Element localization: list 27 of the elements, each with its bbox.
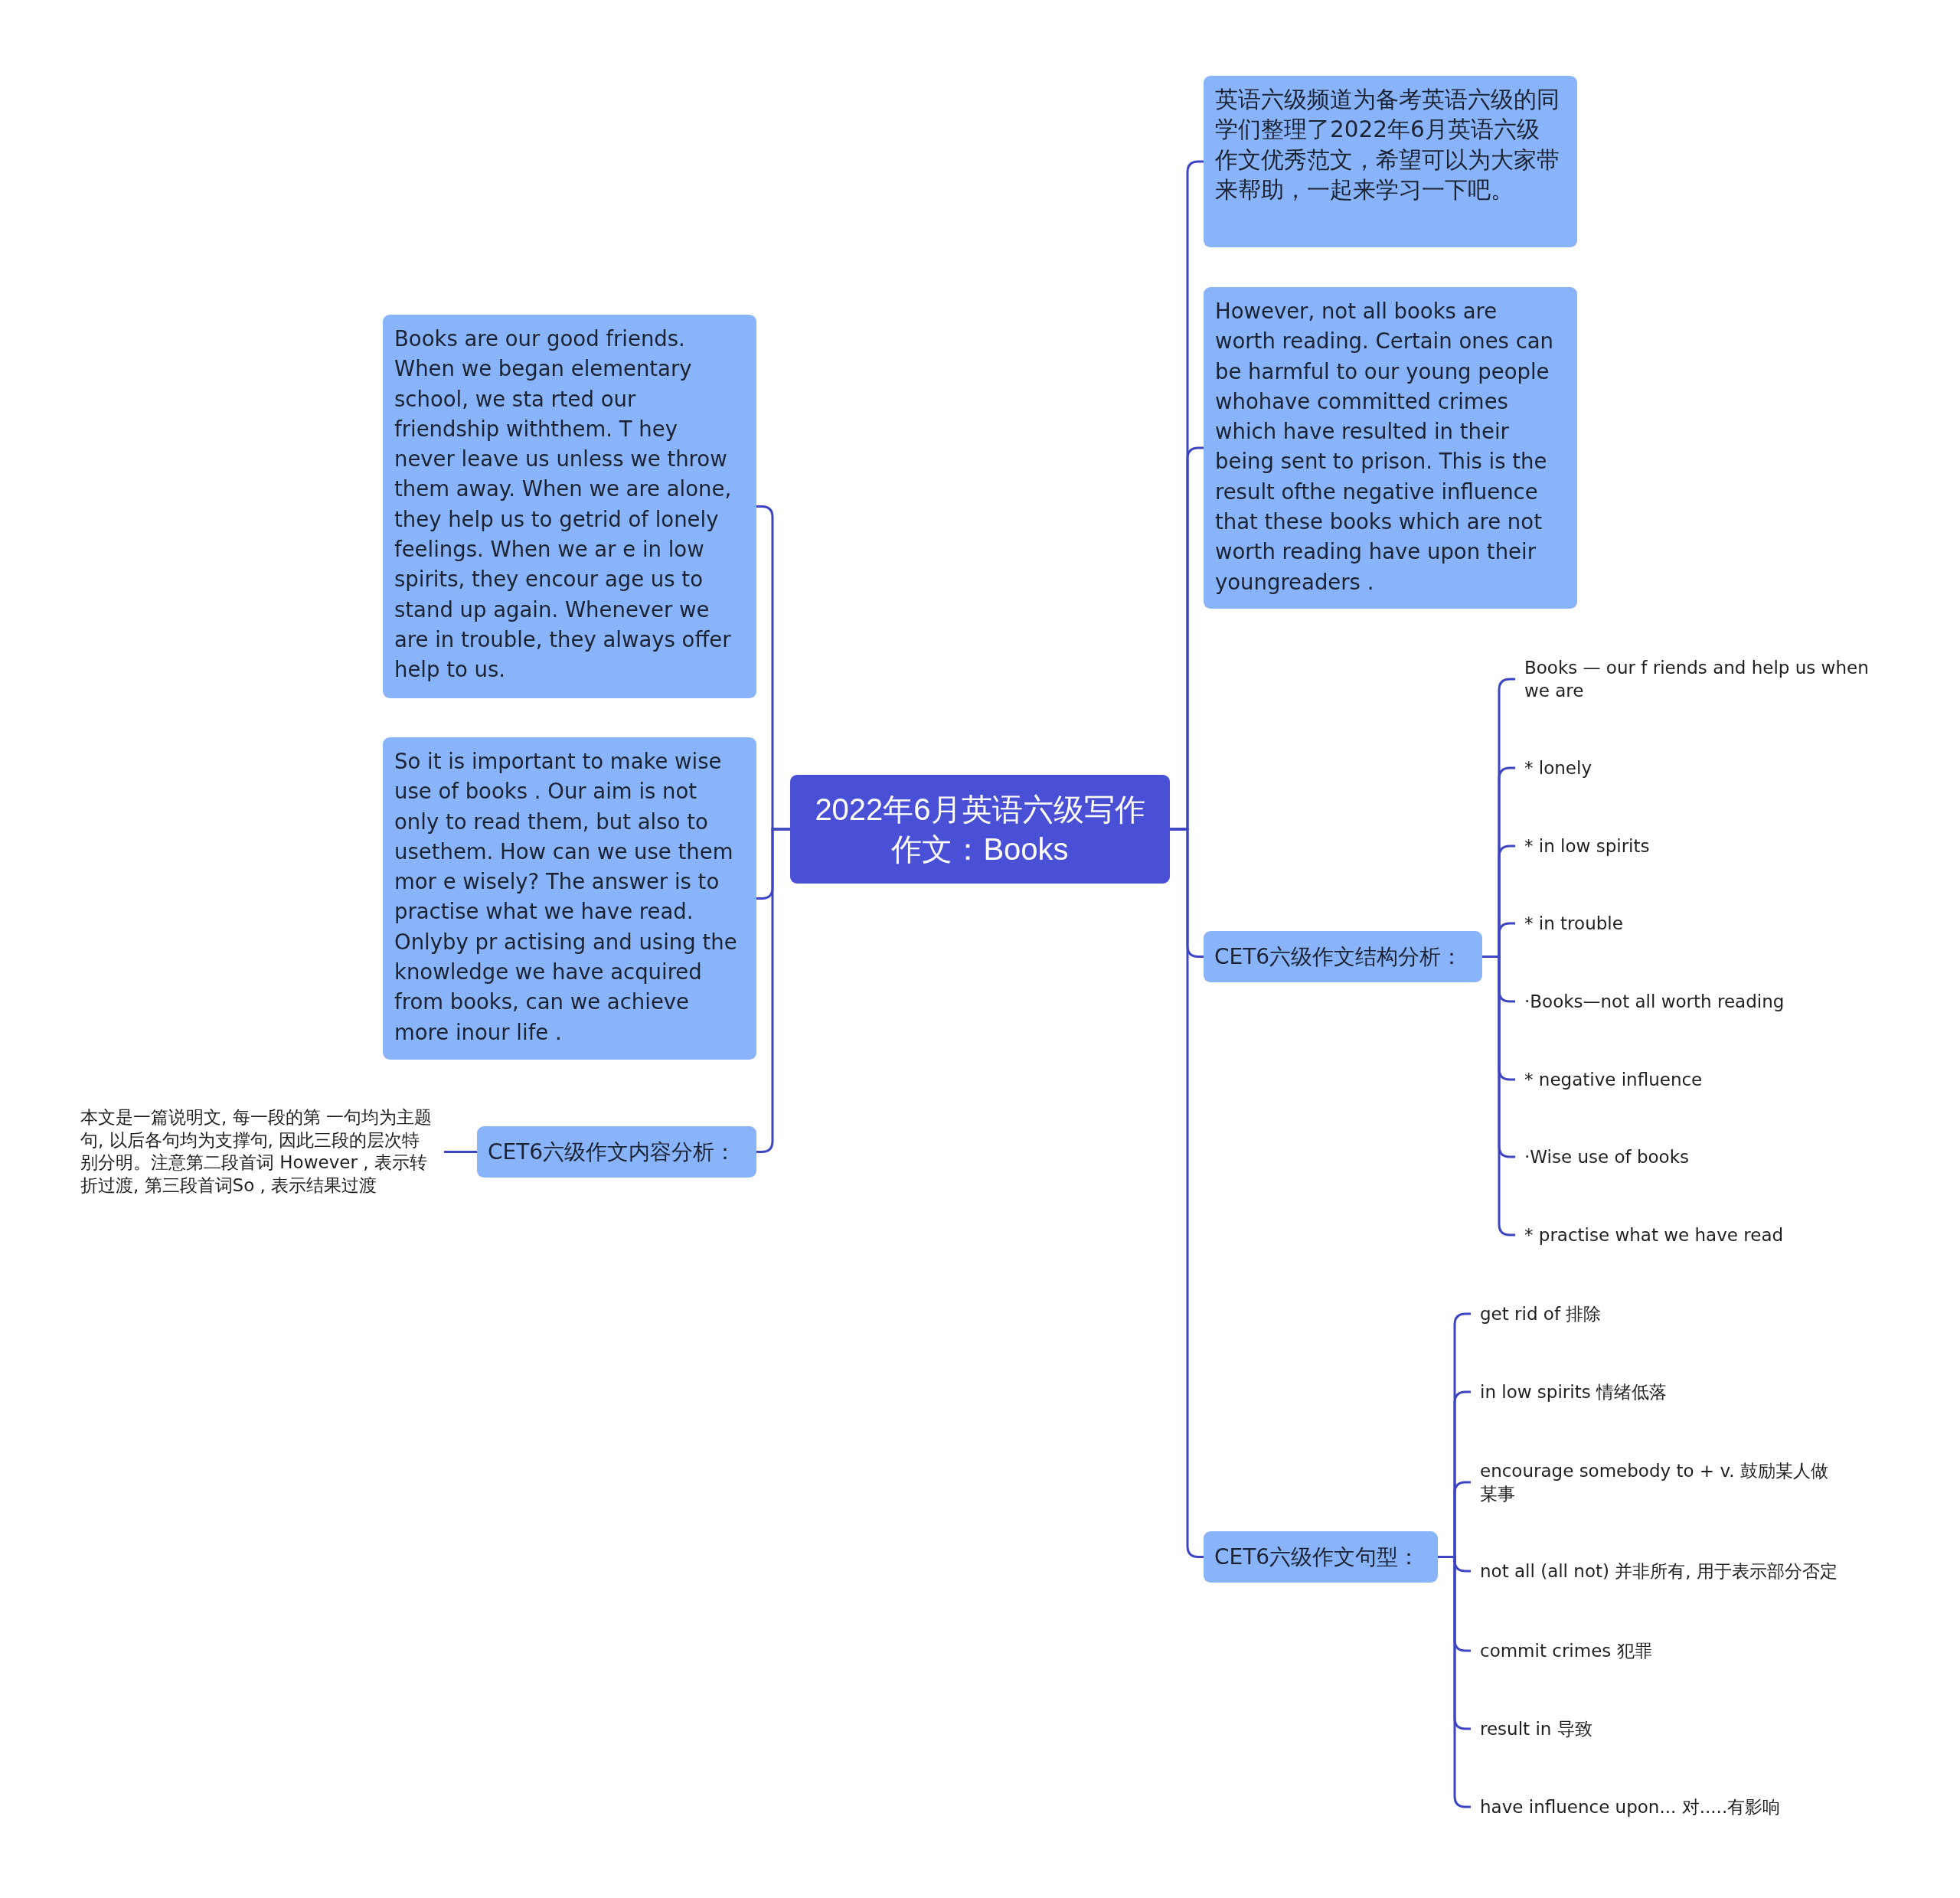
subtopic-text: commit crimes 犯罪 — [1471, 1639, 1652, 1662]
subtopic-text: * negative influence — [1515, 1068, 1703, 1091]
central-topic-box: 2022年6月英语六级写作作文：Books — [790, 775, 1170, 884]
subtopic-text: have influence upon... 对.....有影响 — [1471, 1795, 1781, 1818]
subtopic-text: result in 导致 — [1471, 1717, 1592, 1740]
topic-box: Books are our good friends. When we began elementary school, we sta rted our friendship withthem. T hey never leave us unless we throw them away. When we are alone, they help us to getrid of lonely feelings. When we ar e in low spirits, they encour age us to stand up again. Whenever we are in trouble, they always offer help to us. — [383, 315, 756, 698]
topic-box: CET6六级作文句型： — [1204, 1531, 1438, 1583]
subtopic-text: encourage somebody to + v. 鼓励某人做某事 — [1471, 1459, 1838, 1505]
subtopic-text: * in low spirits — [1515, 835, 1650, 858]
topic-box: CET6六级作文内容分析： — [477, 1126, 756, 1178]
subtopic-text: ·Books—not all worth reading — [1515, 990, 1785, 1013]
subtopic-text: Books — our f riends and help us when we are — [1515, 656, 1890, 702]
topic-box: CET6六级作文结构分析： — [1204, 931, 1482, 982]
subtopic-text: in low spirits 情绪低落 — [1471, 1380, 1667, 1403]
subtopic-text: * practise what we have read — [1515, 1223, 1784, 1246]
branch-line — [756, 828, 790, 1153]
topic-box: So it is important to make wise use of books . Our aim is not only to read them, but also to usethem. How can we use them mor e wisely? The answer is to practise what we have read. Onlyby pr actising and using the knowledge we have acquired from books, can we achieve more inour life . — [383, 737, 756, 1060]
subtopic-text: not all (all not) 并非所有, 用于表示部分否定 — [1471, 1560, 1838, 1583]
branch-line — [444, 1151, 477, 1153]
subtopic-text: get rid of 排除 — [1471, 1302, 1602, 1325]
subtopic-text: ·Wise use of books — [1515, 1145, 1689, 1168]
note-text: 本文是一篇说明文, 每一段的第 一句均为主题句, 以后各句均为支撑句, 因此三段的层次特别分明。注意第二段首词 However , 表示转折过渡, 第三段首词So , 表示结果过渡 — [80, 1106, 444, 1197]
topic-box: However, not all books are worth reading. Certain ones can be harmful to our young people whohave committed crimes which have resulted in their being sent to prison. This is the result ofthe negative influence that these books which are not worth reading have upon their youngreaders . — [1204, 287, 1577, 609]
subtopic-text: * in trouble — [1515, 912, 1623, 935]
subtopic-text: * lonely — [1515, 756, 1592, 779]
branch-line — [1170, 828, 1204, 1558]
topic-box: 英语六级频道为备考英语六级的同学们整理了2022年6月英语六级作文优秀范文，希望可以为大家带来帮助，一起来学习一下吧。 — [1204, 76, 1577, 247]
